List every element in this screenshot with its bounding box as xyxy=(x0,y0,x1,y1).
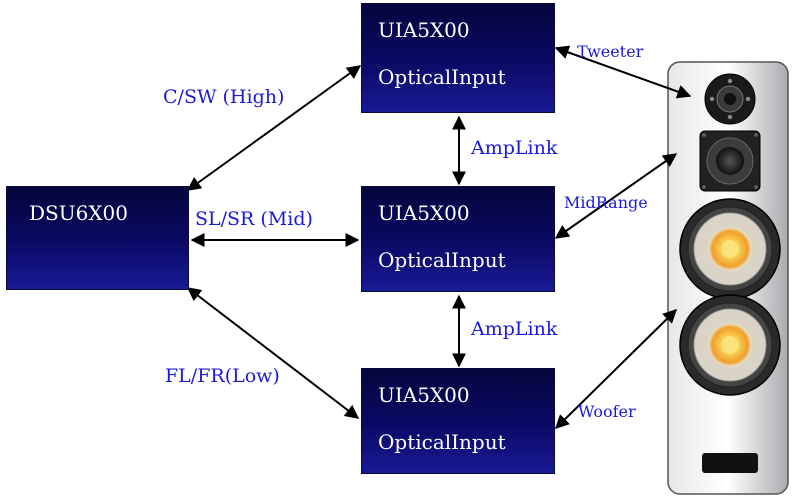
arrow-midrange xyxy=(554,153,678,239)
amp-model: UIA5X00 xyxy=(378,201,470,225)
amp-input-type: OpticalInput xyxy=(378,430,506,454)
woofer-driver-upper xyxy=(679,198,781,300)
arrow-woofer xyxy=(555,309,677,429)
amp-box-top: UIA5X00 OpticalInput xyxy=(361,3,555,113)
amp-model: UIA5X00 xyxy=(378,18,470,42)
arrow-low xyxy=(186,287,360,419)
arrow-tweeter xyxy=(554,45,692,99)
link-label-mid: SL/SR (Mid) xyxy=(195,208,313,230)
amp-box-bottom: UIA5X00 OpticalInput xyxy=(361,368,555,474)
amp-input-type: OpticalInput xyxy=(378,248,506,272)
bass-port xyxy=(702,453,758,473)
woofer-driver-lower xyxy=(679,294,781,396)
source-unit-box: DSU6X00 xyxy=(6,186,189,290)
source-unit-label: DSU6X00 xyxy=(29,201,129,225)
link-label-low: FL/FR(Low) xyxy=(165,365,280,387)
amp-input-type: OpticalInput xyxy=(378,65,506,89)
link-label-amplink-top: AmpLink xyxy=(471,137,558,159)
arrow-high xyxy=(186,65,362,191)
link-label-high: C/SW (High) xyxy=(163,86,285,108)
amp-model: UIA5X00 xyxy=(378,383,470,407)
amp-box-middle: UIA5X00 OpticalInput xyxy=(361,186,555,292)
midrange-driver xyxy=(699,130,761,192)
speaker-cabinet xyxy=(667,61,789,495)
link-label-woofer: Woofer xyxy=(578,402,636,421)
link-label-midrange: MidRange xyxy=(564,193,648,212)
link-label-tweeter: Tweeter xyxy=(577,42,644,61)
tweeter-driver xyxy=(704,73,756,125)
link-label-amplink-bottom: AmpLink xyxy=(471,318,558,340)
